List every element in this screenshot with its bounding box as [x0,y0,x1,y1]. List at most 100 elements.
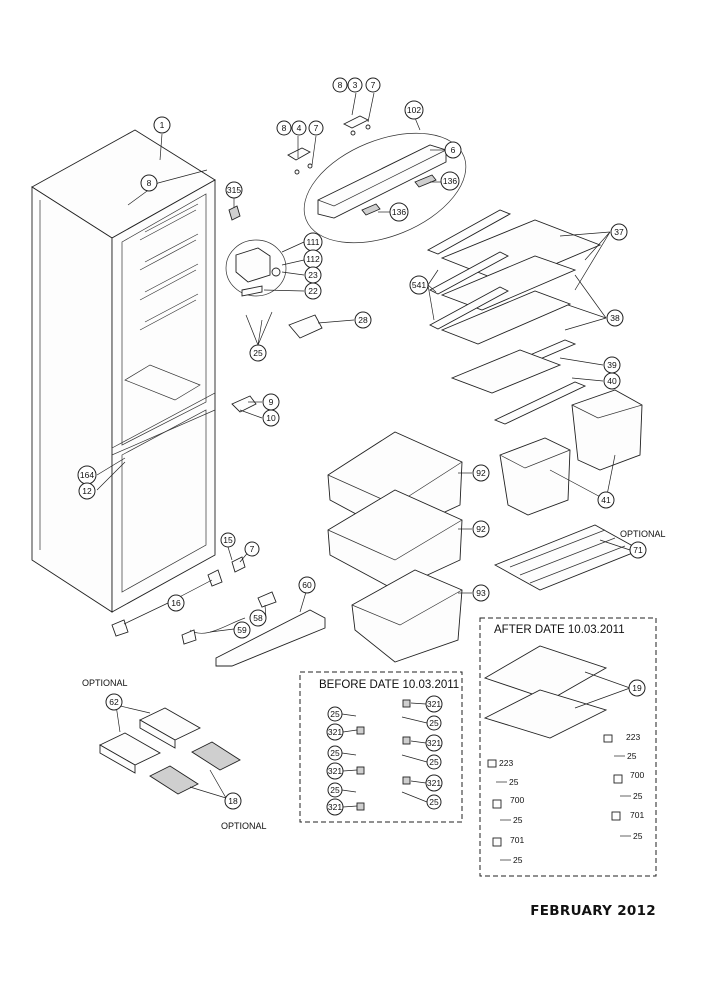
svg-text:18: 18 [228,796,238,806]
svg-text:164: 164 [80,470,94,480]
control-unit-parts [225,205,323,413]
svg-text:19: 19 [632,683,642,693]
callout-112: 112 [303,249,323,269]
callout-39: 39 [603,356,621,374]
callout-28: 28 [354,311,372,329]
optional-label-left: OPTIONAL [82,678,128,688]
svg-text:8: 8 [338,80,343,90]
svg-text:8: 8 [282,123,287,133]
footer-date: FEBRUARY 2012 [530,903,656,919]
callout-19: 19 [628,679,646,697]
door-shelf-group [303,132,467,244]
callout-10: 10 [262,409,280,427]
callout-136: 136 [389,202,409,222]
svg-text:58: 58 [253,613,263,623]
svg-text:25: 25 [330,785,340,795]
svg-text:321: 321 [328,766,342,776]
svg-text:38: 38 [610,313,620,323]
svg-text:321: 321 [328,802,342,812]
svg-text:25: 25 [253,348,263,358]
svg-text:71: 71 [633,545,643,555]
callout-38: 38 [606,309,624,327]
callout-25: 25 [249,344,267,362]
callout-3: 3 [347,77,363,93]
callout-8: 8 [140,174,158,192]
svg-text:1: 1 [160,120,165,130]
svg-text:321: 321 [427,699,441,709]
before-date-box [299,671,463,823]
callout-321: 321 [326,798,344,816]
callout-321: 321 [425,695,443,713]
svg-text:25: 25 [330,748,340,758]
after-date-title: AFTER DATE 10.03.2011 [494,624,625,636]
part-label-25: 25 [513,815,523,825]
svg-text:321: 321 [427,738,441,748]
callout-16: 16 [167,594,185,612]
svg-text:92: 92 [476,524,486,534]
svg-text:22: 22 [308,286,318,296]
svg-text:37: 37 [614,227,624,237]
callout-8: 8 [276,120,292,136]
callout-25: 25 [327,706,343,722]
crisper-drawers [327,431,463,663]
part-label-701: 701 [630,810,644,820]
svg-text:112: 112 [306,254,320,264]
after-date-box [479,617,657,877]
callout-102: 102 [404,100,424,120]
svg-text:7: 7 [371,80,376,90]
callout-92: 92 [472,464,490,482]
callout-37: 37 [610,223,628,241]
svg-text:136: 136 [392,207,406,217]
part-label-25: 25 [627,751,637,761]
callout-58: 58 [249,609,267,627]
before-date-title: BEFORE DATE 10.03.2011 [319,679,459,691]
svg-text:111: 111 [307,237,320,247]
svg-text:7: 7 [250,544,255,554]
cabinet-body [31,129,216,613]
door-balconies [499,389,643,516]
svg-text:321: 321 [427,778,441,788]
callout-7: 7 [308,120,324,136]
svg-text:4: 4 [297,123,302,133]
svg-text:92: 92 [476,468,486,478]
svg-text:541: 541 [412,280,426,290]
optional-ice-trays [99,707,241,795]
callout-8: 8 [332,77,348,93]
svg-text:10: 10 [266,413,276,423]
svg-text:41: 41 [601,495,611,505]
svg-text:59: 59 [237,625,247,635]
part-label-25: 25 [633,791,643,801]
callout-1: 1 [153,116,171,134]
part-label-25: 25 [509,777,519,787]
part-label-223: 223 [626,732,640,742]
callout-60: 60 [298,576,316,594]
svg-text:321: 321 [328,727,342,737]
callout-25: 25 [327,745,343,761]
part-label-701: 701 [510,835,524,845]
callout-25: 25 [327,782,343,798]
callout-321: 321 [326,723,344,741]
svg-text:3: 3 [353,80,358,90]
svg-text:60: 60 [302,580,312,590]
callout-18: 18 [224,792,242,810]
svg-text:9: 9 [269,397,274,407]
callout-23: 23 [304,266,322,284]
after-glass-plates [483,645,608,739]
bottle-rack [493,524,642,591]
svg-text:8: 8 [147,178,152,188]
bottom-parts [111,556,326,667]
svg-text:6: 6 [451,145,456,155]
callout-41: 41 [597,491,615,509]
svg-text:25: 25 [330,709,340,719]
svg-text:12: 12 [82,486,92,496]
leader-lines [96,92,631,799]
callout-6: 6 [444,141,462,159]
svg-text:28: 28 [358,315,368,325]
callout-92: 92 [472,520,490,538]
callout-541: 541 [409,275,429,295]
svg-text:39: 39 [607,360,617,370]
callout-321: 321 [425,774,443,792]
callout-7: 7 [244,541,260,557]
part-label-700: 700 [510,795,524,805]
